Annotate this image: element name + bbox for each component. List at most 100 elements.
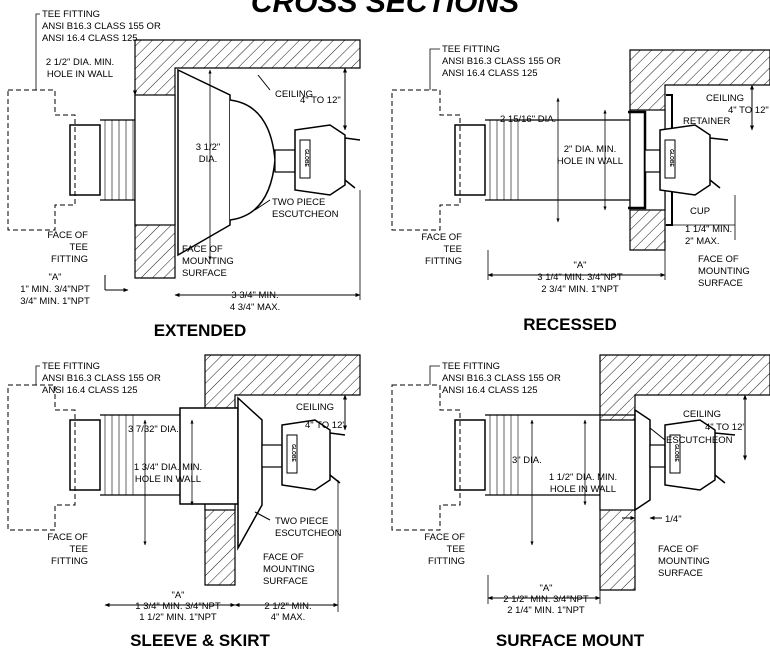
panel-title-surface-mount: SURFACE MOUNT [496,631,645,650]
label-text: CEILING [706,93,744,104]
label-text: "A" [48,272,61,283]
tee-fitting-outline [391,384,461,531]
label-text: FITTING [425,256,462,267]
label-text: TEE FITTING [442,361,500,372]
label-text: FITTING [51,254,88,265]
label-text: ANSI B16.3 CLASS 155 OR [442,373,561,384]
sprinkler-head-icon: GLOBE [274,124,361,196]
sprinkler-head-icon: GLOBE [644,124,729,196]
pipe-thread [489,415,519,495]
wall-ceiling-hatch [134,39,361,279]
label-text: FACE OF [47,230,88,241]
label-text: 4" TO 12" [305,420,346,431]
label-text: ANSI 16.4 CLASS 125 [42,33,138,44]
label-text: "A" [573,260,586,271]
label-text: FACE OF [424,532,465,543]
label-text: 1/4" [665,514,682,525]
label-text: HOLE IN WALL [550,484,616,495]
label-text: TEE FITTING [42,361,100,372]
label-text: MOUNTING [698,266,750,277]
panel-title-sleeve-skirt: SLEEVE & SKIRT [130,631,270,650]
panel-title-recessed: RECESSED [523,315,617,334]
label-text: 2 3/4" MIN. 1"NPT [541,284,619,295]
label-text: SURFACE [658,568,703,579]
label-text: ANSI 16.4 CLASS 125 [442,68,538,79]
tee-fitting-outline [391,89,461,231]
label-text: 3 1/2" [196,142,221,153]
label-text: 2 1/2" DIA. MIN. [46,57,114,68]
label-text: 4" TO 12" [300,95,341,106]
wall-hole [599,419,636,511]
label-text: GLOBE [673,444,679,462]
sprinkler-head-icon: GLOBE [649,419,736,491]
label-text: GLOBE [668,149,674,167]
label-text: HOLE IN WALL [47,69,113,80]
label-text: 4" MAX. [271,612,306,623]
label-text: SURFACE [182,268,227,279]
label-text: ANSI B16.3 CLASS 155 OR [42,21,161,32]
label-text: "A" [539,583,552,594]
label-text: CUP [690,206,710,217]
label-text: 4" TO 12" [705,422,746,433]
label-text: TEE [70,544,88,555]
label-text: FACE OF [182,244,223,255]
label-text: MOUNTING [658,556,710,567]
label-text: TEE [70,242,88,253]
label-text: 3" DIA. [512,455,542,466]
label-text: FACE OF [421,232,462,243]
label-text: ESCUTCHEON [272,209,339,220]
label-text: HOLE IN WALL [135,474,201,485]
sleeve [179,407,239,505]
panel-surface-mount: GLOBE TEE FITTING ANSI B16.3 CLASS 155 O… [391,354,770,650]
label-text: 1 3/4" DIA. MIN. [134,462,202,473]
label-text: FACE OF [47,532,88,543]
label-text: TEE FITTING [42,9,100,20]
label-text: 2 15/16" DIA. [500,114,556,125]
tee-nipple [69,419,101,491]
skirt [237,396,263,551]
label-text: TWO PIECE [275,516,328,527]
label-text: MOUNTING [263,564,315,575]
label-text: 3 7/32" DIA. [128,424,179,435]
wall-ceiling-hatch [204,354,361,586]
label-text: ESCUTCHEON [275,528,342,539]
label-text: 4 3/4" MAX. [230,302,280,313]
label-text: CEILING [296,402,334,413]
label-text: 1 1/2" MIN. 1"NPT [139,612,217,623]
label-text: 4" TO 12" [728,105,769,116]
label-text: MOUNTING [182,256,234,267]
label-text: RETAINER [683,116,730,127]
panel-extended: GLOBE TEE FITTING ANSI B16.3 CLASS 155 O… [7,9,361,340]
label-text: FACE OF [263,552,304,563]
label-text: DIA. [199,154,217,165]
label-text: 1" MIN. 3/4"NPT [20,284,90,295]
wall-hole [134,94,176,226]
label-text: 2 1/2" MIN. [264,601,311,612]
label-text: 2" DIA. MIN. [564,144,616,155]
label-text: HOLE IN WALL [557,156,623,167]
label-text: FACE OF [658,544,699,555]
tee-nipple [454,124,486,196]
escutcheon-cone [177,68,231,257]
label-text: 2" MAX. [685,236,720,247]
label-text: ANSI 16.4 CLASS 125 [442,385,538,396]
pipe-thread [104,120,134,200]
label-text: CEILING [275,89,313,100]
panel-title-extended: EXTENDED [154,321,247,340]
pipe-thread [104,415,134,495]
label-text: GLOBE [290,444,296,462]
label-text: ANSI 16.4 CLASS 125 [42,385,138,396]
label-text: TEE [444,244,462,255]
label-text: 1 1/2" DIA. MIN. [549,472,617,483]
label-text: ANSI B16.3 CLASS 155 OR [442,56,561,67]
label-text: FITTING [51,556,88,567]
escutcheon-plate [634,408,651,512]
tee-nipple [69,124,101,196]
label-text: TEE FITTING [442,44,500,55]
label-text: FACE OF [698,254,739,265]
label-text: CEILING [683,409,721,420]
page-title: CROSS SECTIONS [251,0,519,19]
panel-sleeve-skirt: GLOBE TEE FITTING ANSI B16.3 CLASS 155 O… [7,354,361,650]
label-text: TWO PIECE [272,197,325,208]
tee-nipple [454,419,486,491]
